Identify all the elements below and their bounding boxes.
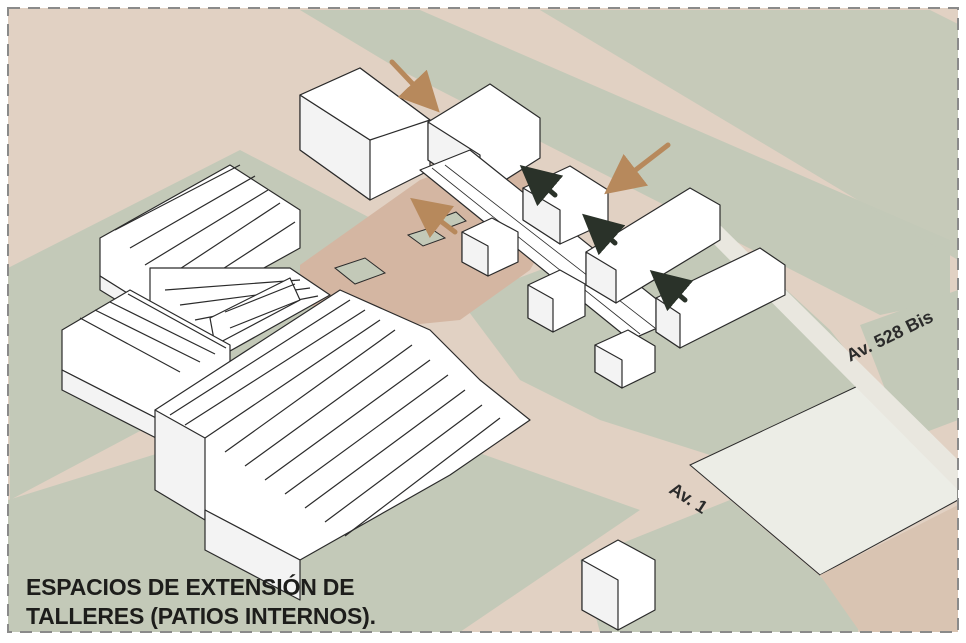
dark-arrow-1 xyxy=(519,165,564,207)
flow-arrows xyxy=(389,59,694,312)
caption-line-1: ESPACIOS DE EXTENSIÓN DE xyxy=(26,574,355,600)
tan-arrow-patio xyxy=(410,197,458,239)
workshop-cube-west xyxy=(461,217,519,277)
workshop-cube-south xyxy=(527,269,586,333)
dashed-frame xyxy=(7,7,959,633)
dark-arrow-3 xyxy=(649,270,694,312)
dark-arrow-2 xyxy=(582,213,626,256)
lot-far-east xyxy=(860,290,958,440)
workshop-bar-north xyxy=(299,67,431,201)
workshop-cube-east xyxy=(594,329,656,389)
buildings-layer xyxy=(61,67,786,631)
sawtooth-shed-south xyxy=(154,289,531,601)
workshop-bar-east-1 xyxy=(585,187,721,304)
lot-south-east-corner xyxy=(820,505,958,632)
tan-arrow-north xyxy=(389,59,440,113)
tan-arrow-east xyxy=(604,142,671,195)
diagram-caption: ESPACIOS DE EXTENSIÓN DE TALLERES (PATIO… xyxy=(26,573,376,631)
plaza-lot xyxy=(689,384,958,576)
lot-north-east xyxy=(540,10,958,260)
patio-square-1 xyxy=(333,257,387,285)
sawtooth-shed-west xyxy=(61,289,231,441)
isolated-building-south xyxy=(581,539,656,631)
caption-line-2: TALLERES (PATIOS INTERNOS). xyxy=(26,603,376,629)
